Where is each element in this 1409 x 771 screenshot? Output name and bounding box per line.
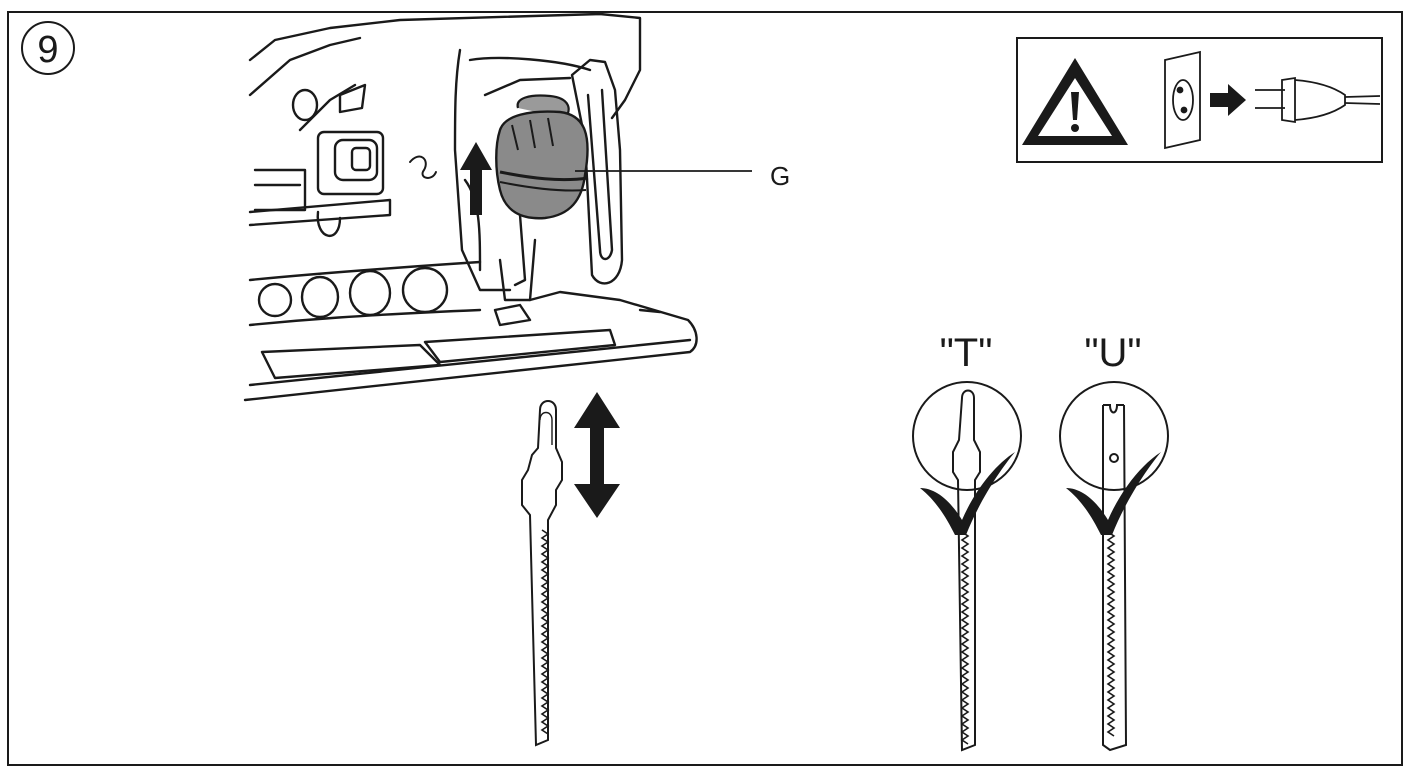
- jigsaw-illustration: [243, 12, 698, 402]
- blade-type-t: "T": [912, 331, 1022, 752]
- wall-socket-icon: [1164, 50, 1201, 150]
- outer-frame: [7, 11, 1403, 766]
- up-down-arrow-icon: [574, 392, 620, 518]
- blade-type-u-label: "U": [1084, 331, 1141, 375]
- power-plug-icon: [1255, 76, 1381, 124]
- jigsaw-blade: [521, 400, 563, 747]
- jigsaw-base-plate: [243, 290, 698, 402]
- blade-type-u-zoom-circle: [1059, 381, 1169, 491]
- warning-frame: [1016, 37, 1383, 163]
- unplug-warning-box: [1016, 37, 1383, 163]
- arrow-right-icon: [1210, 84, 1246, 116]
- lever-up-arrow-icon: [460, 142, 492, 215]
- blade-guard: [570, 58, 624, 285]
- clamp-block: [316, 130, 385, 196]
- checkmark-icon: [1066, 452, 1161, 535]
- step-badge-circle: [21, 21, 75, 75]
- blade-release-lever: [495, 94, 589, 220]
- blade-type-t-zoom-circle: [912, 381, 1022, 491]
- warning-triangle-icon: [1022, 58, 1128, 145]
- jigsaw-housing: [248, 12, 642, 120]
- checkmark-icon: [920, 452, 1015, 535]
- blade-type-u: "U": [1059, 331, 1169, 752]
- blade-type-t-label: "T": [940, 331, 993, 375]
- step-badge: 9: [21, 21, 75, 75]
- step-number: 9: [37, 29, 58, 71]
- callout-label-g: G: [770, 161, 790, 191]
